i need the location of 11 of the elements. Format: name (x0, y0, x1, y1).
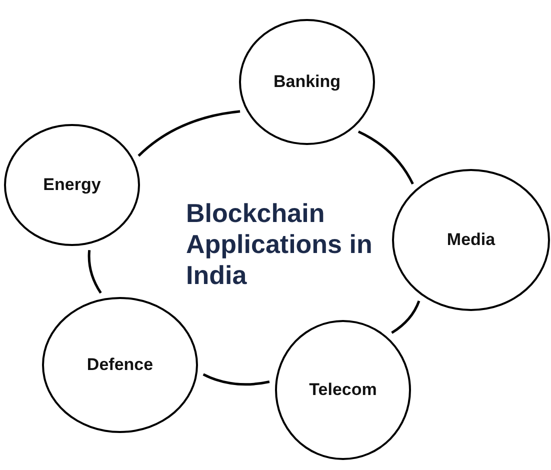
category-label: Energy (43, 175, 101, 195)
connector-arc (202, 373, 270, 386)
category-label: Media (446, 230, 496, 250)
category-label: Telecom (309, 380, 377, 400)
connector-arc (391, 300, 420, 334)
diagram-title: Blockchain Applications in India (186, 198, 374, 292)
connector-arc (138, 110, 240, 157)
connector-arc (358, 130, 414, 184)
connector-arc (88, 250, 102, 294)
category-label: Banking (273, 72, 341, 92)
category-label: Defence (86, 355, 154, 375)
